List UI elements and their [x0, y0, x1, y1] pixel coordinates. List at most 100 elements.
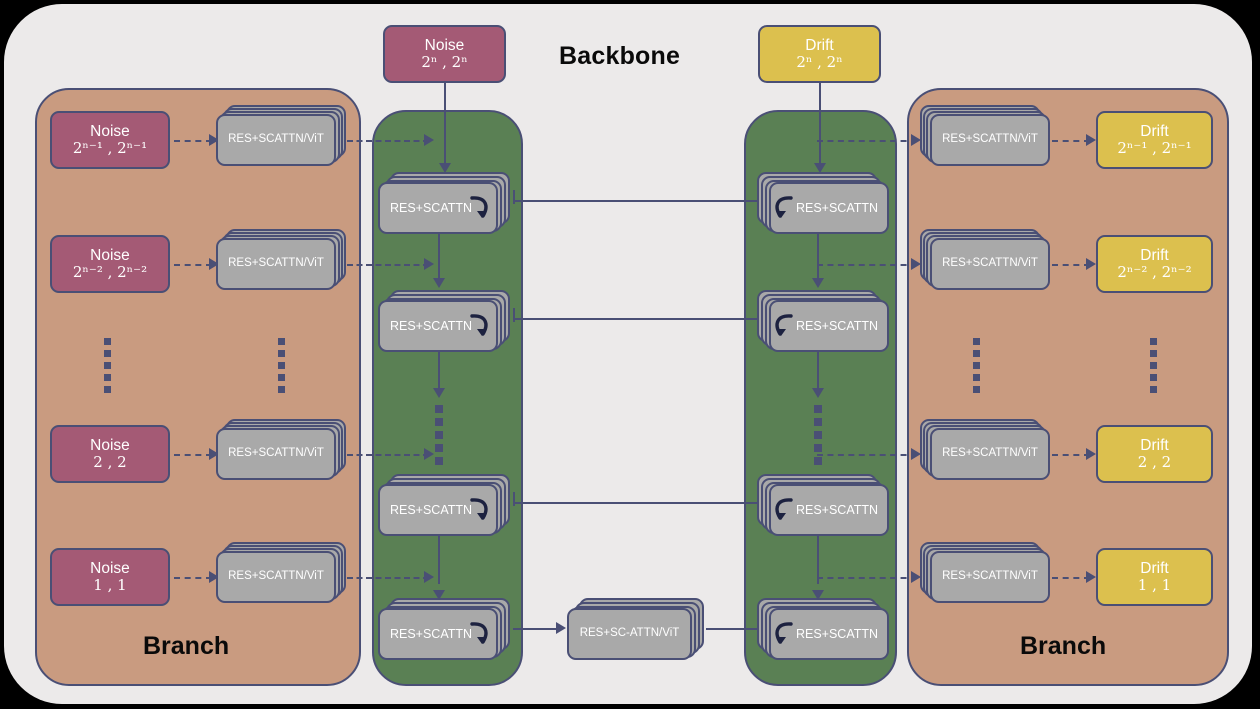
right-proc-stack-2[interactable]: RES+SCATTN/ViT [920, 419, 1052, 481]
decoder-block-1[interactable]: RES+SCATTN [757, 290, 892, 352]
bottleneck-label: RES+SC-ATTN/ViT [567, 608, 692, 660]
left-noise-dims-3: 1 , 1 [93, 576, 127, 595]
skip-connection-0 [513, 200, 761, 203]
top-noise-connector [444, 83, 447, 171]
decoder-block-label-3: RES+SCATTN [769, 608, 889, 660]
backbone-title: Backbone [559, 42, 681, 70]
right-drift-label-2: Drift [1140, 436, 1169, 454]
decoder-to-proc-arrowhead-3 [911, 571, 921, 583]
right-proc-stack-0[interactable]: RES+SCATTN/ViT [920, 105, 1052, 167]
decoder-block-label-2: RES+SCATTN [769, 484, 889, 536]
top-drift-dims: 2ⁿ , 2ⁿ [796, 53, 843, 72]
top-noise-dims: 2ⁿ , 2ⁿ [421, 53, 468, 72]
left-noise-node-0[interactable]: Noise 2ⁿ⁻¹ , 2ⁿ⁻¹ [50, 111, 170, 169]
left-noise-arrow-3 [174, 577, 212, 579]
decoder-block-0[interactable]: RES+SCATTN [757, 172, 892, 234]
left-noise-label-0: Noise [90, 122, 130, 140]
top-drift-connector [819, 83, 822, 171]
encoder-block-0[interactable]: RES+SCATTN [378, 172, 513, 234]
left-noise-label-3: Noise [90, 559, 130, 577]
left-noise-arrow-0 [174, 140, 212, 142]
encoder-block-label-0: RES+SCATTN [378, 182, 498, 234]
top-noise-node[interactable]: Noise 2ⁿ , 2ⁿ [383, 25, 506, 83]
encoder-flow-arrowhead-2 [433, 590, 445, 600]
decoder-ellipsis [814, 405, 822, 465]
skip-tap-0 [513, 190, 516, 204]
right-drift-node-3[interactable]: Drift 1 , 1 [1096, 548, 1213, 606]
right-drift-dims-2: 2 , 2 [1137, 453, 1172, 472]
left-branch-title: Branch [143, 632, 230, 660]
encoder-flow-arrowhead-0 [433, 278, 445, 288]
left-proc-label-3: RES+SCATTN/ViT [216, 551, 336, 603]
left-noise-dims-2: 2 , 2 [93, 453, 127, 472]
decoder-flow-arrowhead-2 [812, 590, 824, 600]
top-noise-arrowhead [439, 163, 451, 173]
decoder-block-2[interactable]: RES+SCATTN [757, 474, 892, 536]
left-noise-label-1: Noise [90, 246, 130, 264]
left-noise-label-2: Noise [90, 436, 130, 454]
top-drift-label: Drift [805, 36, 834, 54]
right-proc-stack-3[interactable]: RES+SCATTN/ViT [920, 542, 1052, 604]
right-proc-label-0: RES+SCATTN/ViT [930, 114, 1050, 166]
left-noise-arrowhead-2 [209, 448, 219, 460]
right-proc-to-drift-arrowhead-0 [1086, 134, 1096, 146]
right-proc-stack-1[interactable]: RES+SCATTN/ViT [920, 229, 1052, 291]
left-noise-ellipsis [104, 338, 111, 393]
encoder-block-1[interactable]: RES+SCATTN [378, 290, 513, 352]
decoder-flow-arrowhead-0 [812, 278, 824, 288]
left-proc-to-encoder-1 [347, 264, 429, 266]
decoder-block-label-0: RES+SCATTN [769, 182, 889, 234]
right-branch-title: Branch [1020, 632, 1107, 660]
left-proc-to-encoder-arrowhead-0 [424, 134, 434, 146]
decoder-to-proc-arrowhead-0 [911, 134, 921, 146]
right-proc-label-1: RES+SCATTN/ViT [930, 238, 1050, 290]
right-drift-label-1: Drift [1140, 246, 1169, 264]
bottleneck-in-arrowhead [556, 622, 566, 634]
left-proc-stack-3[interactable]: RES+SCATTN/ViT [216, 542, 346, 604]
right-drift-node-0[interactable]: Drift 2ⁿ⁻¹ , 2ⁿ⁻¹ [1096, 111, 1213, 169]
right-proc-label-3: RES+SCATTN/ViT [930, 551, 1050, 603]
decoder-block-3[interactable]: RES+SCATTN [757, 598, 892, 660]
right-proc-to-drift-0 [1052, 140, 1090, 142]
right-proc-to-drift-arrowhead-2 [1086, 448, 1096, 460]
right-drift-dims-0: 2ⁿ⁻¹ , 2ⁿ⁻¹ [1117, 139, 1192, 158]
encoder-flow-0 [438, 232, 441, 284]
left-noise-node-3[interactable]: Noise 1 , 1 [50, 548, 170, 606]
left-proc-stack-2[interactable]: RES+SCATTN/ViT [216, 419, 346, 481]
bottleneck-out-line [706, 628, 762, 631]
left-proc-label-2: RES+SCATTN/ViT [216, 428, 336, 480]
encoder-block-2[interactable]: RES+SCATTN [378, 474, 513, 536]
encoder-block-label-2: RES+SCATTN [378, 484, 498, 536]
left-noise-arrow-1 [174, 264, 212, 266]
skip-connection-2 [513, 502, 761, 505]
decoder-to-proc-0 [817, 140, 917, 142]
encoder-block-label-3: RES+SCATTN [378, 608, 498, 660]
left-noise-dims-0: 2ⁿ⁻¹ , 2ⁿ⁻¹ [72, 139, 148, 158]
right-proc-to-drift-arrowhead-1 [1086, 258, 1096, 270]
decoder-flow-2 [817, 534, 820, 584]
decoder-flow-1 [817, 350, 820, 395]
left-noise-node-2[interactable]: Noise 2 , 2 [50, 425, 170, 483]
top-drift-node[interactable]: Drift 2ⁿ , 2ⁿ [758, 25, 881, 83]
encoder-block-label-1: RES+SCATTN [378, 300, 498, 352]
decoder-block-label-1: RES+SCATTN [769, 300, 889, 352]
left-proc-stack-0[interactable]: RES+SCATTN/ViT [216, 105, 346, 167]
left-noise-arrowhead-1 [209, 258, 219, 270]
right-drift-node-2[interactable]: Drift 2 , 2 [1096, 425, 1213, 483]
right-drift-label-3: Drift [1140, 559, 1169, 577]
right-drift-label-0: Drift [1140, 122, 1169, 140]
decoder-flow-0 [817, 232, 820, 284]
left-noise-node-1[interactable]: Noise 2ⁿ⁻² , 2ⁿ⁻² [50, 235, 170, 293]
left-proc-label-1: RES+SCATTN/ViT [216, 238, 336, 290]
right-drift-node-1[interactable]: Drift 2ⁿ⁻² , 2ⁿ⁻² [1096, 235, 1213, 293]
left-proc-to-encoder-0 [347, 140, 429, 142]
left-proc-to-encoder-arrowhead-1 [424, 258, 434, 270]
left-proc-ellipsis [278, 338, 285, 393]
encoder-block-3[interactable]: RES+SCATTN [378, 598, 513, 660]
left-proc-to-encoder-2 [347, 454, 429, 456]
left-proc-stack-1[interactable]: RES+SCATTN/ViT [216, 229, 346, 291]
skip-tap-2 [513, 492, 516, 506]
left-proc-to-encoder-3 [347, 577, 429, 579]
right-proc-label-2: RES+SCATTN/ViT [930, 428, 1050, 480]
bottleneck-block[interactable]: RES+SC-ATTN/ViT [567, 598, 709, 660]
